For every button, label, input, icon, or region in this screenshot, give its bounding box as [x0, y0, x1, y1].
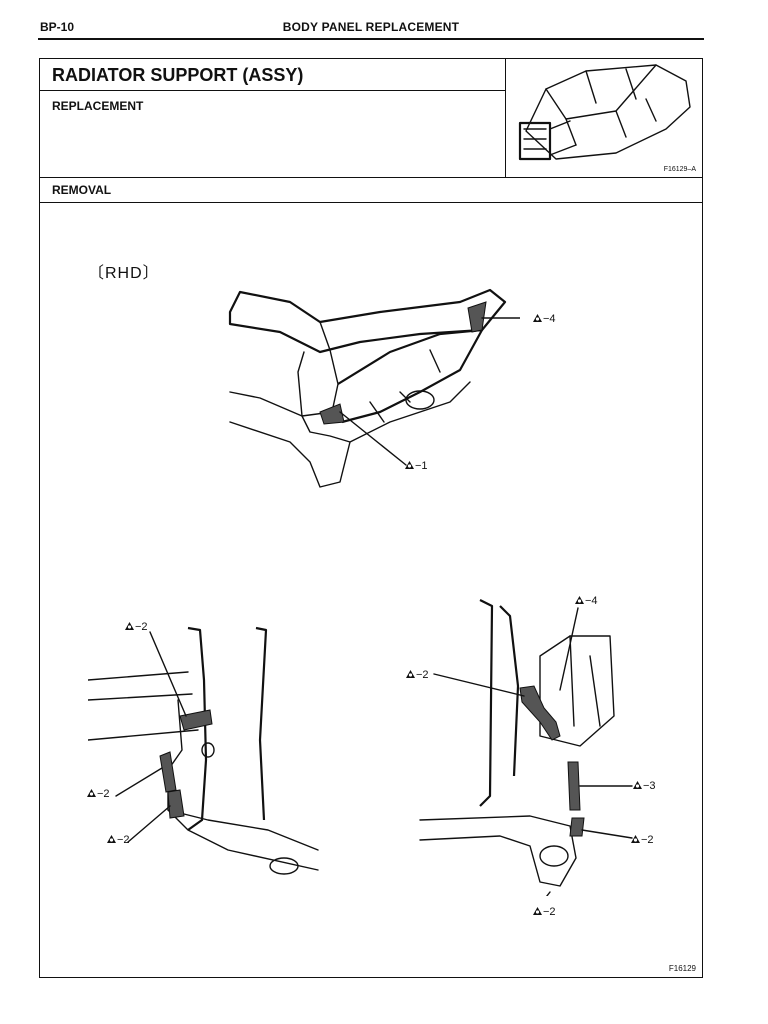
content-frame: RADIATOR SUPPORT (ASSY) REPLACEMENT F161… — [39, 58, 703, 978]
car-body-illustration — [518, 64, 691, 161]
replacement-cell: REPLACEMENT — [40, 91, 506, 177]
bolt-symbol-icon — [125, 622, 134, 630]
replacement-label: REPLACEMENT — [52, 99, 144, 113]
bolt-symbol-icon — [405, 461, 414, 469]
callout-right-3: −3 — [632, 780, 656, 792]
callout-top-4: −4 — [532, 313, 556, 325]
callout-right-4: −4 — [574, 595, 598, 607]
left-detail-diagram — [88, 626, 319, 875]
top-assembly-diagram — [228, 288, 520, 488]
header-rule — [38, 38, 704, 40]
vehicle-thumbnail: F16129–A — [506, 59, 702, 177]
removal-label: REMOVAL — [52, 183, 112, 197]
radiator-support-highlight — [518, 121, 552, 161]
page-title: RADIATOR SUPPORT (ASSY) — [52, 65, 304, 85]
callout-left-b: −2 — [86, 788, 110, 800]
bolt-symbol-icon — [406, 670, 415, 678]
thumbnail-code: F16129–A — [663, 166, 696, 173]
callout-top-1: −1 — [404, 460, 428, 472]
callout-right-2c: −2 — [532, 906, 556, 918]
page-code: BP-10 — [40, 20, 75, 34]
bolt-symbol-icon — [631, 835, 640, 843]
bolt-symbol-icon — [533, 907, 542, 915]
figure-code: F16129 — [668, 964, 696, 973]
row-rule-1 — [40, 177, 702, 178]
bolt-symbol-icon — [87, 789, 96, 797]
bolt-symbol-icon — [107, 835, 116, 843]
title-cell: RADIATOR SUPPORT (ASSY) — [40, 59, 506, 91]
callout-left-a: −2 — [124, 621, 148, 633]
callout-left-c: −2 — [106, 834, 130, 846]
bolt-symbol-icon — [633, 781, 642, 789]
bolt-symbol-icon — [533, 314, 542, 322]
callout-right-2a: −2 — [405, 669, 429, 681]
section-title: BODY PANEL REPLACEMENT — [282, 20, 460, 34]
right-detail-diagram — [419, 599, 633, 896]
bolt-symbol-icon — [575, 596, 584, 604]
callout-right-2b: −2 — [630, 834, 654, 846]
rhd-label: 〔RHD〕 — [88, 265, 160, 282]
row-rule-2 — [40, 202, 702, 203]
